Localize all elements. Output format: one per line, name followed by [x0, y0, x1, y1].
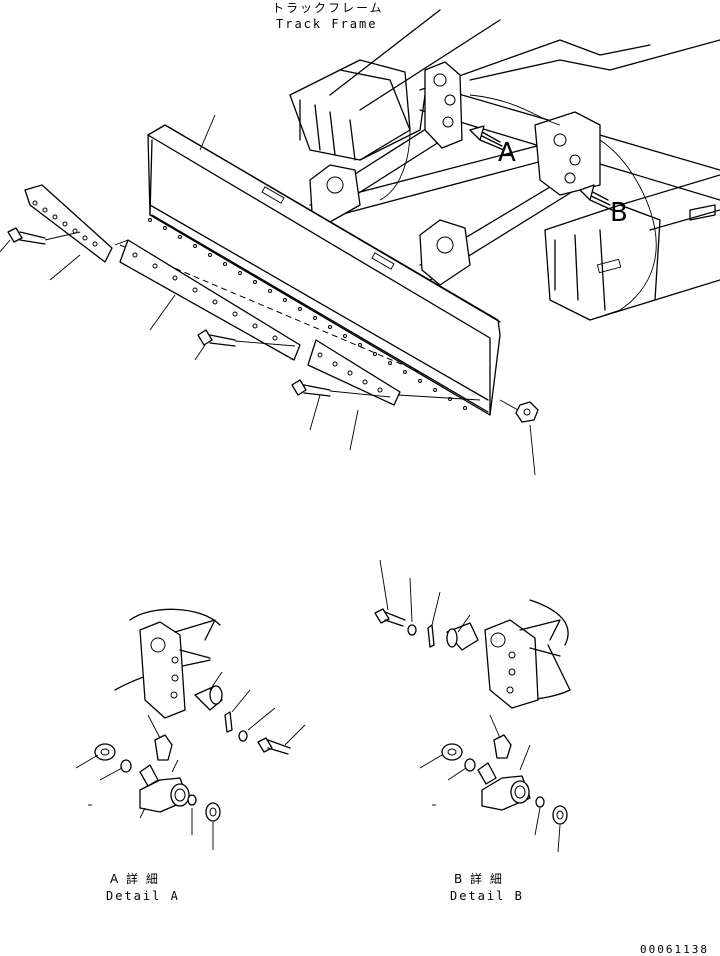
nut — [499, 399, 539, 423]
blade-bolt-holes — [148, 218, 467, 410]
detail-b-label-jp: B 詳 細 — [454, 872, 504, 886]
detail-a-label-en: Detail A — [106, 889, 180, 903]
end-bit-left — [24, 184, 113, 263]
drawing-number: 00061138 — [640, 943, 709, 956]
detail-b-label-en: Detail B — [450, 889, 524, 903]
cutting-edge-bolts — [7, 227, 391, 398]
view-b-label: B — [610, 198, 628, 228]
track-frame-label-jp: トラックフレーム — [272, 1, 384, 15]
cutting-edge-center — [119, 239, 301, 361]
view-arrow-a — [469, 125, 505, 151]
view-a-label: A — [498, 138, 516, 168]
detail-a-drawing — [75, 608, 306, 850]
track-frame-drawing — [289, 9, 720, 321]
view-arrow-b — [579, 184, 613, 211]
cutting-edge-right — [307, 339, 401, 406]
detail-b-drawing — [374, 559, 571, 853]
detail-a-label-jp: A 詳 細 — [110, 872, 160, 886]
leader-lines-upper — [0, 114, 536, 476]
track-frame-label-en: Track Frame — [276, 17, 378, 31]
